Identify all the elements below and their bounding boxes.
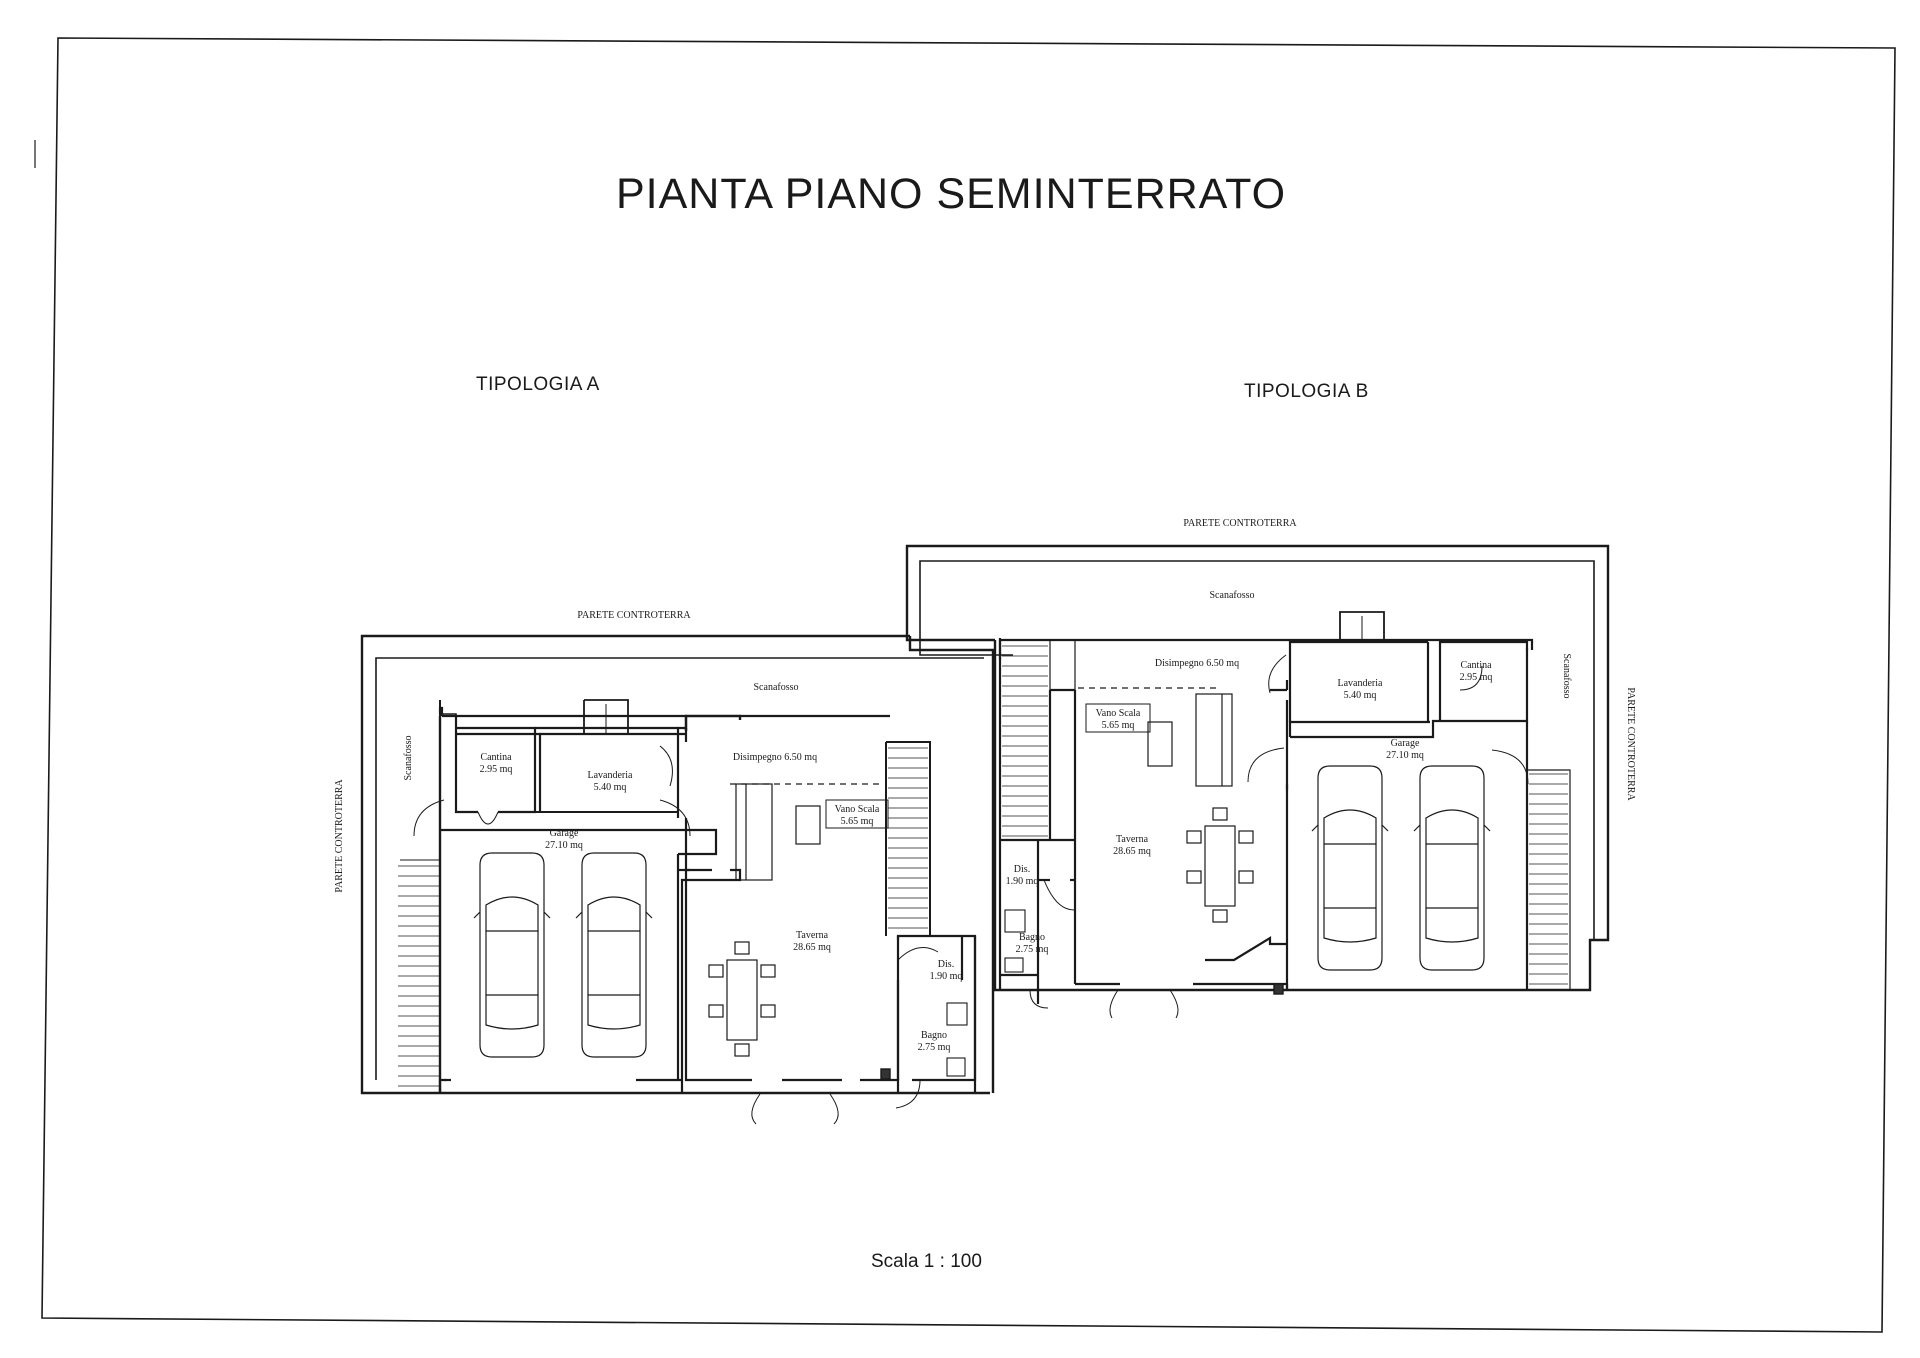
stair-marker [880, 1068, 891, 1080]
type-a-disimpegno: Disimpegno 6.50 mq [733, 752, 817, 763]
type-b-garage-name: Garage [1391, 738, 1420, 749]
type-a-garage-name: Garage [550, 828, 579, 839]
sink-icon [946, 1002, 968, 1026]
type-b-disimpegno: Disimpegno 6.50 mq [1155, 658, 1239, 669]
car-icon [1311, 765, 1389, 971]
type-b-lavanderia-area: 5.40 mq [1344, 690, 1377, 701]
type-a-lavanderia-name: Lavanderia [588, 770, 634, 781]
car-icon [575, 852, 653, 1058]
type-b-cantina-area: 2.95 mq [1460, 672, 1493, 683]
type-b-taverna-area: 28.65 mq [1113, 846, 1151, 857]
type-a-parete-top: PARETE CONTROTERRA [577, 610, 691, 621]
sheet-title: PIANTA PIANO SEMINTERRATO [616, 170, 1287, 218]
type-b-label: TIPOLOGIA B [1244, 381, 1369, 402]
type-b-vano-scala-area: 5.65 mq [1102, 720, 1135, 731]
type-b-garage-area: 27.10 mq [1386, 750, 1424, 761]
type-a-taverna-area: 28.65 mq [793, 942, 831, 953]
type-b-bagno-name: Bagno [1019, 932, 1045, 943]
type-a-parete-side: PARETE CONTROTERRA [334, 779, 345, 893]
type-a-vano-scala-area: 5.65 mq [841, 816, 874, 827]
type-b-dis-name: Dis. [1014, 864, 1030, 875]
type-a-dis-area: 1.90 mq [930, 971, 963, 982]
type-a-bagno-area: 2.75 mq [918, 1042, 951, 1053]
type-a-bagno-name: Bagno [921, 1030, 947, 1041]
type-a-plan [360, 634, 995, 1125]
type-b-lavanderia-name: Lavanderia [1338, 678, 1384, 689]
type-a-cantina-name: Cantina [480, 752, 512, 763]
type-a-vano-scala-box [825, 799, 889, 829]
type-b-taverna-name: Taverna [1116, 834, 1149, 845]
table-icon [1186, 807, 1254, 923]
type-a-cantina-area: 2.95 mq [480, 764, 513, 775]
type-b-parete-top: PARETE CONTROTERRA [1183, 518, 1297, 529]
car-icon [473, 852, 551, 1058]
stair-marker [1273, 983, 1284, 995]
sheet-border [41, 37, 1896, 1333]
type-a-lavanderia-area: 5.40 mq [594, 782, 627, 793]
type-b-scanafosso-side: Scanafosso [1561, 654, 1572, 699]
type-b-vano-scala-name: Vano Scala [1096, 708, 1141, 719]
type-b-parete-side: PARETE CONTROTERRA [1625, 687, 1636, 801]
type-a-vano-scala-name: Vano Scala [835, 804, 880, 815]
toilet-icon [946, 1057, 966, 1077]
stair-treads [398, 645, 1568, 1087]
toilet-icon [1004, 957, 1024, 973]
scale-label: Scala 1 : 100 [871, 1251, 982, 1272]
sofa-icon [1195, 693, 1233, 787]
type-a-taverna-name: Taverna [796, 930, 829, 941]
coffee-table-icon [795, 805, 821, 845]
type-b-vano-scala-box [1085, 703, 1151, 733]
type-a-scanafosso-top: Scanafosso [754, 682, 799, 693]
type-a-dis-name: Dis. [938, 959, 954, 970]
type-b-plan [905, 544, 1610, 1019]
type-a-garage-area: 27.10 mq [545, 840, 583, 851]
type-b-scanafosso-top: Scanafosso [1210, 590, 1255, 601]
sink-icon [1004, 909, 1026, 933]
coffee-table-icon [1147, 721, 1173, 767]
table-icon [708, 941, 776, 1057]
type-b-bagno-area: 2.75 mq [1016, 944, 1049, 955]
type-a-scanafosso-side: Scanafosso [403, 736, 414, 781]
car-icon [1413, 765, 1491, 971]
sofa-icon [735, 783, 773, 881]
type-b-dis-area: 1.90 mq [1006, 876, 1039, 887]
type-a-label: TIPOLOGIA A [476, 374, 600, 395]
type-b-cantina-name: Cantina [1460, 660, 1492, 671]
